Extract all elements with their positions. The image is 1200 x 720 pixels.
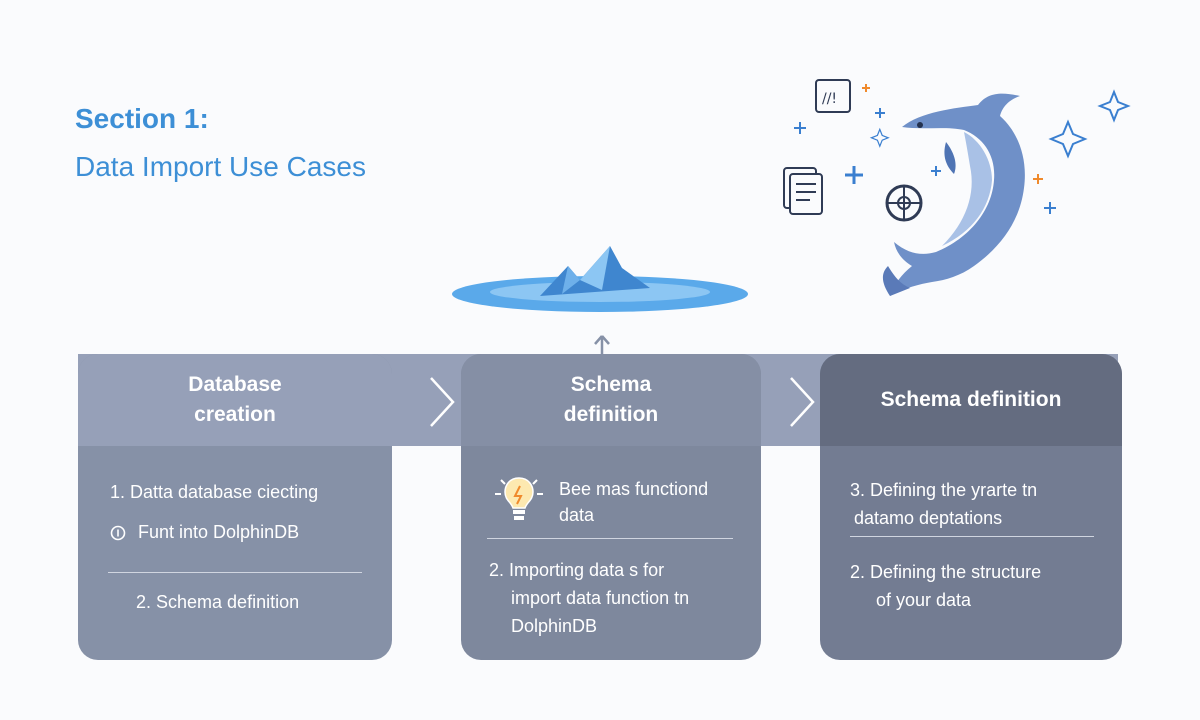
list-item: 2. Importing data s for import data func… — [489, 556, 689, 640]
dolphin-illustration: //! — [783, 79, 1131, 296]
document-icon — [783, 167, 823, 215]
chevron-right-icon — [430, 377, 455, 427]
card-schema-definition: Schema definition Bee mas functiond data… — [461, 354, 761, 660]
card-title-line2: creation — [194, 403, 276, 426]
card-header: Database creation — [78, 354, 392, 446]
list-item: 3. Defining the yrarte tn datamo deptati… — [850, 476, 1037, 532]
list-item-line: datamo deptations — [854, 508, 1003, 528]
list-item-line: 2. Defining the structure — [850, 562, 1042, 582]
up-arrow-icon — [594, 335, 610, 354]
divider — [487, 538, 733, 539]
list-item: 2. Schema definition — [136, 592, 300, 612]
section-title: Section 1: — [75, 103, 209, 134]
card-schema-definition-2: Schema definition 3. Defining the yrarte… — [820, 354, 1122, 660]
list-item-line: import data function tn — [511, 588, 690, 608]
card-title-line1: Schema — [570, 373, 652, 396]
section-subtitle: Data Import Use Cases — [75, 151, 366, 182]
chart-icon: //! — [822, 91, 837, 107]
chevron-right-icon — [790, 377, 815, 427]
list-item: 2. Defining the structure of your data — [850, 558, 1041, 614]
list-item: Funt into DolphinDB — [110, 522, 299, 543]
list-item-line: 2. Importing data s for — [489, 560, 665, 580]
water-splash-illustration — [452, 246, 748, 312]
list-item-text: Funt into DolphinDB — [138, 522, 300, 542]
card-header: Schema definition — [820, 354, 1122, 446]
gear-icon — [885, 184, 923, 222]
tip-text: Bee mas functiond data — [559, 476, 708, 528]
tip-line: Bee mas functiond — [559, 479, 709, 499]
tip-line: data — [559, 505, 595, 525]
card-database-creation: Database creation 1. Datta database ciec… — [78, 354, 392, 660]
card-title-line2: definition — [563, 403, 659, 426]
list-item-line: of your data — [876, 590, 972, 610]
list-item: 1. Datta database ciecting — [110, 482, 319, 502]
list-item-line: 3. Defining the yrarte tn — [850, 480, 1038, 500]
divider — [108, 572, 362, 573]
card-title-line1: Database — [188, 373, 282, 396]
lightbulb-icon — [495, 477, 543, 520]
card-title: Schema definition — [880, 388, 1062, 411]
divider — [850, 536, 1094, 537]
info-icon — [110, 525, 126, 540]
card-header: Schema definition — [461, 354, 761, 446]
list-item-line: DolphinDB — [511, 616, 598, 636]
sparkle-icons — [794, 89, 1131, 214]
